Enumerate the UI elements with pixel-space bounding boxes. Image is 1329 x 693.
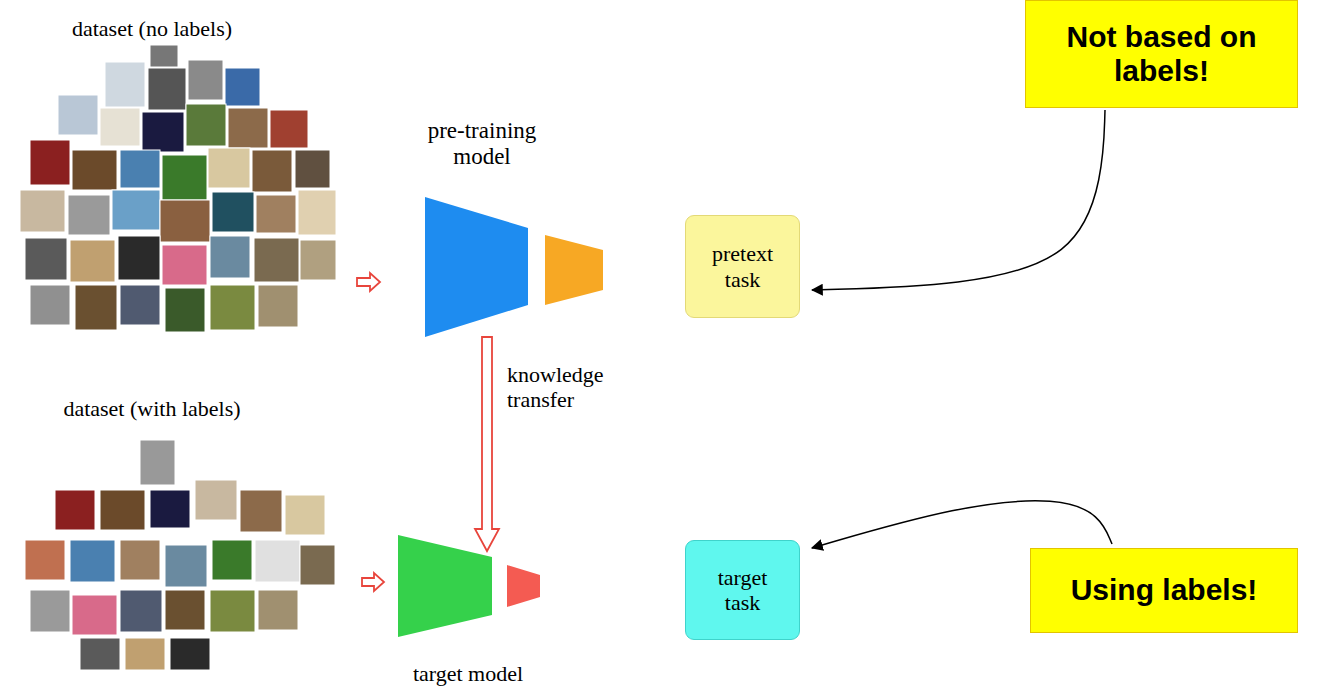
encoder-trapezoid [425, 197, 528, 337]
photo-tile [70, 540, 115, 582]
photo-tile [298, 190, 336, 235]
node-label: dataset (no labels) [72, 16, 232, 41]
photo-tile [120, 150, 160, 188]
encoder-trapezoid [398, 535, 492, 637]
photo-tile [30, 590, 70, 632]
photo-tile [170, 638, 210, 670]
photo-tile [258, 590, 298, 630]
photo-tile [285, 495, 325, 535]
photo-tile [186, 104, 226, 146]
photo-tile [70, 240, 115, 282]
image-collage: dataset (no labels) [10, 8, 345, 338]
photo-tile [162, 155, 207, 200]
photo-tile [75, 285, 117, 330]
photo-tile [20, 190, 65, 232]
photo-tile [120, 540, 160, 580]
node-label: Using labels! [1071, 573, 1258, 608]
node-label: target task [703, 565, 783, 616]
photo-tile [80, 638, 120, 670]
model-trapezoid: target model [390, 525, 550, 690]
photo-tile [25, 238, 67, 280]
callout-box: Not based on labels! [1025, 0, 1298, 108]
photo-tile [25, 540, 65, 580]
photo-tile [68, 195, 110, 235]
photo-tile [162, 245, 207, 285]
node-label: pre-training model [412, 118, 552, 171]
photo-tile [72, 150, 117, 190]
model-trapezoid: pre-training model [395, 110, 610, 340]
photo-tile [212, 192, 254, 232]
hollow-arrow [475, 337, 499, 551]
hollow-arrow [362, 573, 384, 591]
photo-tile [255, 540, 300, 582]
curved-arrow [812, 501, 1112, 548]
photo-tile [165, 545, 207, 587]
photo-tile [150, 45, 178, 67]
photo-tile [210, 590, 255, 632]
photo-tile [148, 68, 186, 110]
photo-tile [165, 288, 205, 332]
photo-tile [208, 148, 250, 188]
photo-tile [100, 108, 140, 146]
head-trapezoid [545, 235, 603, 305]
photo-tile [118, 236, 160, 280]
photo-tile [120, 590, 162, 632]
node-label: pretext task [703, 241, 783, 292]
curved-arrow [812, 110, 1105, 290]
photo-tile [256, 195, 296, 233]
photo-tile [300, 240, 336, 280]
photo-tile [140, 440, 175, 485]
photo-tile [112, 190, 160, 230]
photo-tile [240, 490, 282, 532]
photo-tile [258, 285, 298, 327]
photo-tile [210, 236, 250, 278]
node-label: Not based on labels! [1042, 20, 1282, 89]
photo-tile [160, 200, 210, 242]
photo-tile [55, 490, 95, 530]
photo-tile [295, 150, 330, 188]
photo-tile [188, 60, 223, 100]
photo-tile [300, 545, 335, 585]
photo-tile [150, 490, 190, 528]
photo-tile [165, 590, 205, 630]
photo-tile [254, 238, 299, 282]
photo-tile [30, 140, 70, 185]
photo-tile [142, 112, 184, 152]
photo-tile [30, 285, 70, 325]
photo-tile [120, 285, 160, 325]
photo-tile [228, 108, 268, 148]
photo-tile [252, 150, 292, 192]
photo-tile [210, 285, 255, 330]
task-box: pretext task [685, 215, 800, 318]
photo-tile [225, 68, 260, 106]
head-trapezoid [507, 565, 540, 607]
photo-tile [58, 95, 98, 135]
image-collage: dataset (with labels) [10, 393, 345, 675]
photo-tile [195, 480, 237, 520]
photo-tile [72, 595, 117, 635]
task-box: target task [685, 540, 800, 640]
photo-tile [212, 540, 252, 580]
node-label: target model [413, 661, 523, 686]
edge-label: knowledge transfer [507, 362, 622, 413]
photo-tile [100, 490, 145, 530]
photo-tile [105, 62, 145, 107]
callout-box: Using labels! [1030, 548, 1298, 633]
photo-tile [125, 638, 165, 670]
node-label: dataset (with labels) [63, 396, 240, 421]
photo-tile [270, 110, 308, 148]
hollow-arrow [357, 273, 380, 291]
